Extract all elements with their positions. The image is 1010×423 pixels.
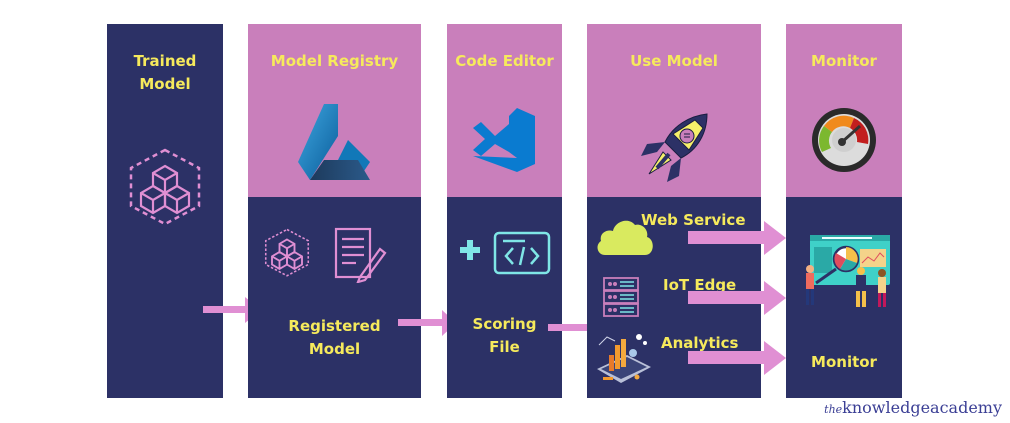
brand-prefix: the — [824, 403, 843, 416]
title-line-2: Model — [139, 75, 191, 93]
dashboard-people-icon — [806, 235, 890, 307]
code-editor-title: Code Editor — [455, 52, 554, 70]
plus-icon — [460, 240, 480, 260]
code-window-icon — [493, 231, 551, 275]
document-pencil-icon — [334, 227, 387, 283]
monitor-title: Monitor — [811, 52, 877, 70]
trained-model-title: Trained Model — [107, 50, 223, 96]
label-line-2: Model — [308, 340, 361, 358]
code-editor-body: Scoring File — [447, 197, 562, 398]
model-registry-body: Registered Model — [248, 197, 421, 398]
vscode-icon — [473, 108, 535, 172]
use-model-header: Use Model — [587, 24, 761, 197]
analytics-dashboard-icon — [597, 334, 651, 383]
cubes-hexagon-icon — [264, 228, 310, 277]
cloud-icon — [597, 220, 653, 255]
code-editor-header: Code Editor — [447, 24, 562, 197]
analytics-label: Analytics — [661, 334, 739, 352]
arrow-web-service-to-monitor — [688, 221, 786, 255]
registered-model-label: Registered Model — [248, 315, 421, 361]
brand-logo: theknowledgeacademy — [824, 398, 1002, 417]
title-line-1: Trained — [133, 52, 197, 70]
label-line-2: File — [489, 338, 520, 356]
column-monitor: Monitor — [786, 24, 902, 398]
azure-ml-flask-icon — [298, 104, 370, 180]
gauge-icon — [812, 108, 876, 172]
label-line-1: Registered — [288, 317, 381, 335]
arrow-analytics-to-monitor — [688, 341, 786, 375]
web-service-label: Web Service — [641, 211, 746, 229]
model-registry-title: Model Registry — [270, 52, 399, 70]
server-icon — [603, 277, 639, 317]
cubes-hexagon-icon — [129, 148, 201, 226]
column-model-registry: Model Registry — [248, 24, 421, 398]
monitor-header: Monitor — [786, 24, 902, 197]
column-code-editor: Code Editor Scoring File — [447, 24, 562, 398]
monitor-label: Monitor — [811, 353, 877, 371]
arrow-iot-edge-to-monitor — [688, 281, 786, 315]
rocket-icon — [641, 113, 708, 182]
label-line-1: Scoring — [472, 315, 537, 333]
monitor-body: Monitor — [786, 197, 902, 398]
model-registry-header: Model Registry — [248, 24, 421, 197]
use-model-title: Use Model — [630, 52, 718, 70]
brand-name: knowledgeacademy — [842, 398, 1002, 417]
column-trained-model: Trained Model — [107, 24, 223, 398]
iot-edge-label: IoT Edge — [663, 276, 737, 294]
scoring-file-label: Scoring File — [447, 313, 562, 359]
